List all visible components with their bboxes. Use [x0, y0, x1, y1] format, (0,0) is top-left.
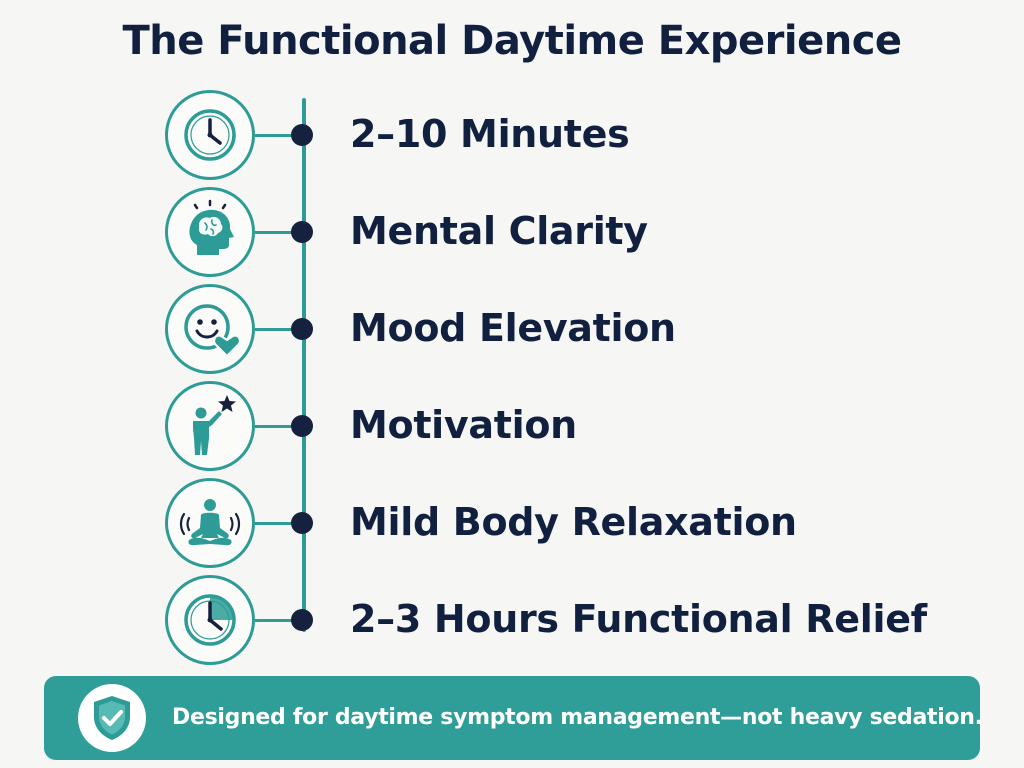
timeline-step-duration: 2–3 Hours Functional Relief: [0, 575, 1024, 665]
icon-ring: [165, 575, 255, 665]
shield-badge: [78, 684, 146, 752]
timeline-step-body-relaxation: Mild Body Relaxation: [0, 478, 1024, 568]
step-label: Mild Body Relaxation: [350, 500, 797, 544]
step-label: Motivation: [350, 403, 577, 447]
timeline-step-mental-clarity: Mental Clarity: [0, 187, 1024, 277]
icon-ring: [165, 478, 255, 568]
clock-icon: [184, 109, 236, 161]
timeline-node: [291, 609, 313, 631]
step-label: 2–3 Hours Functional Relief: [350, 597, 927, 641]
timeline-node: [291, 512, 313, 534]
timeline-step-mood-elevation: Mood Elevation: [0, 284, 1024, 374]
connector-line: [255, 522, 297, 525]
person-reaching-star-icon: [193, 395, 236, 455]
step-label: 2–10 Minutes: [350, 112, 630, 156]
step-label: Mental Clarity: [350, 209, 648, 253]
page-title: The Functional Daytime Experience: [122, 18, 902, 64]
shield-check-icon: [94, 696, 130, 740]
connector-line: [255, 619, 297, 622]
timeline-step-onset: 2–10 Minutes: [0, 90, 1024, 180]
meditation-icon: [179, 499, 241, 546]
icon-ring: [165, 381, 255, 471]
timeline-node: [291, 221, 313, 243]
timeline-node: [291, 124, 313, 146]
timeline-node: [291, 415, 313, 437]
disclaimer-text: Designed for daytime symptom management—…: [172, 705, 983, 730]
timeline-step-motivation: Motivation: [0, 381, 1024, 471]
connector-line: [255, 231, 297, 234]
head-brain-icon: [189, 199, 234, 255]
connector-line: [255, 425, 297, 428]
timeline-spine: [302, 98, 306, 632]
connector-line: [255, 328, 297, 331]
clock-duration-icon: [184, 594, 236, 646]
disclaimer-banner: Designed for daytime symptom management—…: [44, 676, 983, 760]
timeline-node: [291, 318, 313, 340]
icon-ring: [165, 187, 255, 277]
step-label: Mood Elevation: [350, 306, 676, 350]
icon-ring: [165, 90, 255, 180]
icon-ring: [165, 284, 255, 374]
smiley-heart-icon: [184, 304, 241, 358]
connector-line: [255, 134, 297, 137]
